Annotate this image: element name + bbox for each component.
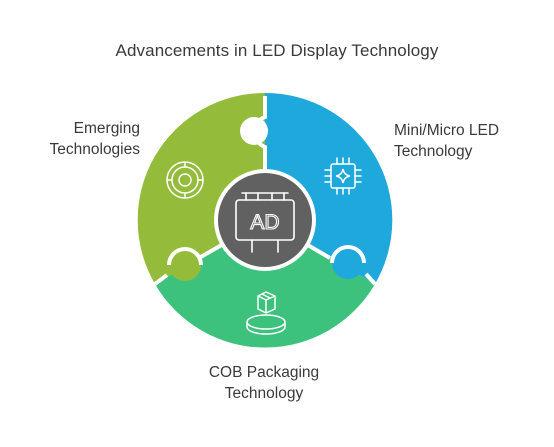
label-cob-packaging: COB Packaging Technology — [208, 364, 320, 402]
center-circle — [214, 169, 316, 271]
target-icon — [166, 161, 204, 199]
label-emerging-technologies: Emerging Technologies — [49, 120, 140, 158]
knob-mini — [332, 247, 364, 279]
billboard-icon — [235, 192, 295, 253]
segment-cob — [155, 220, 375, 348]
center-ad-text: AD — [250, 211, 279, 234]
package-icon — [246, 291, 286, 335]
knob-emerging — [169, 249, 201, 281]
chip-icon — [324, 157, 362, 195]
diagram-title: Advancements in LED Display Technology — [115, 41, 439, 60]
label-mini-micro-led: Mini/Micro LED Technology — [394, 122, 500, 160]
